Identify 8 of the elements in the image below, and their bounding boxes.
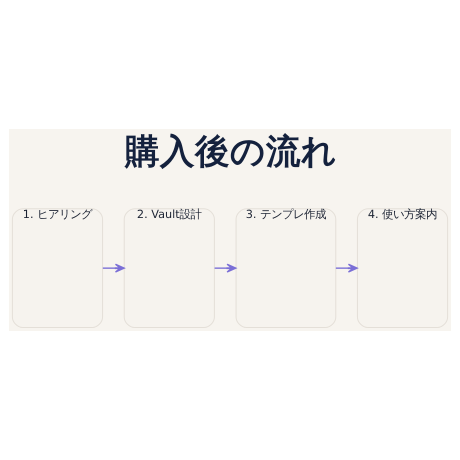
arrow [102, 264, 125, 273]
node-box: 1. ヒアリング [12, 208, 104, 328]
diagram-title: 購入後の流れ [125, 130, 338, 172]
arrow [214, 264, 236, 273]
node-box: 2. Vault設計 [124, 208, 215, 328]
node-box: 3. テンプレ作成 [236, 208, 336, 328]
arrow [336, 264, 358, 273]
node-box: 4. 使い方案内 [356, 208, 448, 328]
